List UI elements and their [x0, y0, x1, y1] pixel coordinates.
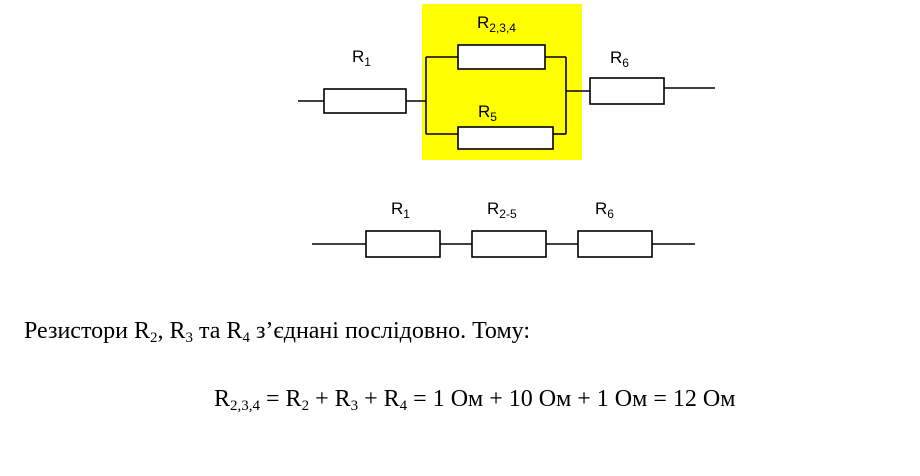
resistor-r1-bottom [365, 230, 441, 258]
resistor-r25 [471, 230, 547, 258]
label-r1-bottom: R1 [391, 199, 410, 221]
top-circuit-wires [298, 56, 715, 135]
label-r25: R2-5 [487, 199, 517, 221]
label-r6-top: R6 [610, 48, 629, 70]
resistor-r234 [457, 44, 546, 70]
circuit-diagrams: R1 R2,3,4 R5 R6 R1 R2-5 R6 [298, 4, 715, 258]
resistor-r6-top [589, 77, 665, 105]
label-r5: R5 [478, 102, 497, 124]
resistor-r1-top [323, 88, 407, 114]
label-r1-top: R1 [352, 47, 371, 69]
resistor-r6-bottom [577, 230, 653, 258]
label-r6-bottom: R6 [595, 199, 614, 221]
explanation-text: Резистори R2, R3 та R4 з’єднані послідов… [24, 318, 531, 346]
label-r234: R2,3,4 [477, 13, 516, 35]
resistor-r5 [457, 126, 554, 150]
resistance-formula: R2,3,4 = R2 + R3 + R4 = 1 Ом + 10 Ом + 1… [214, 386, 736, 414]
